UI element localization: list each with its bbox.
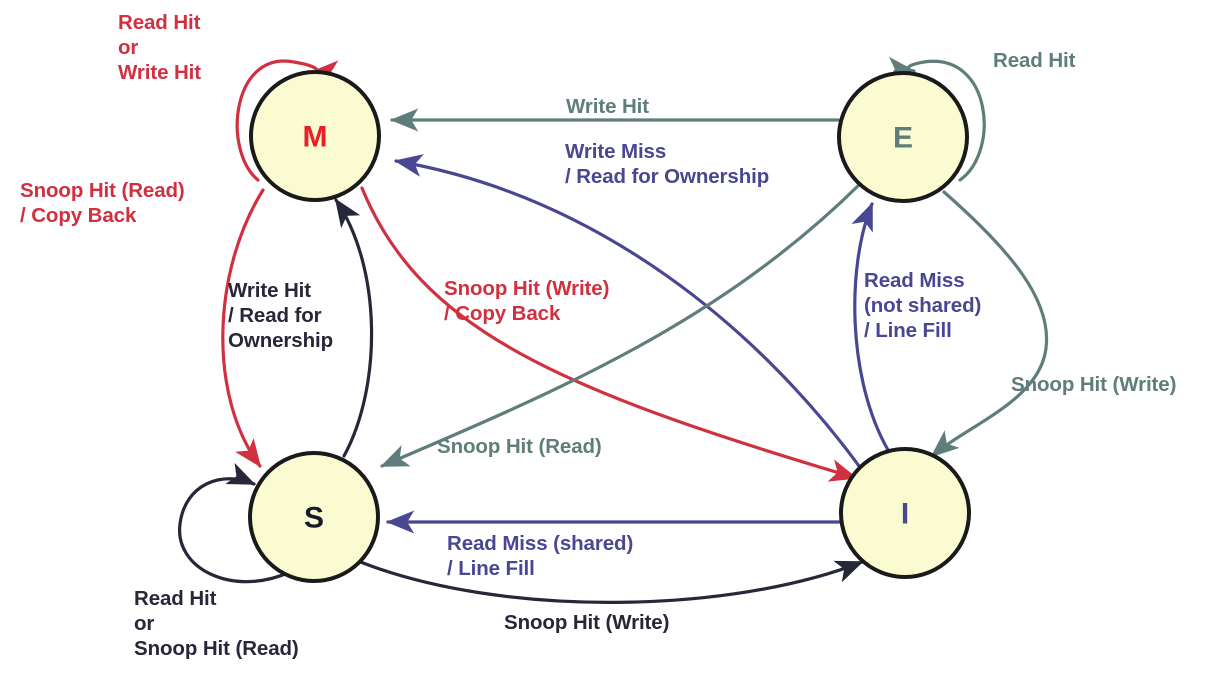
edge-label-i-to-s: Read Miss (shared) / Line Fill [447, 532, 634, 580]
edge-label-e-to-i: Snoop Hit (Write) [1011, 373, 1177, 396]
edge-label-i-to-e: Read Miss (not shared) / Line Fill [864, 269, 982, 342]
edge-label-s-self: Read Hit or Snoop Hit (Read) [134, 587, 299, 660]
edge-label-s-to-i: Snoop Hit (Write) [504, 611, 670, 634]
edge-i-to-m [394, 154, 864, 472]
state-label-m: M [303, 121, 328, 154]
edge-s-to-i [356, 559, 864, 604]
state-node-m[interactable] [249, 70, 381, 202]
edge-m-self [235, 59, 339, 182]
edge-label-e-self: Read Hit [993, 49, 1076, 72]
edge-label-m-to-s: Snoop Hit (Read) / Copy Back [20, 179, 185, 227]
edge-m-to-i [360, 186, 858, 482]
state-node-i[interactable] [839, 447, 971, 579]
state-label-s: S [304, 502, 324, 535]
state-label-i: I [901, 498, 909, 531]
edge-s-to-m [334, 198, 374, 458]
edge-e-self [886, 56, 986, 182]
state-node-e[interactable] [837, 71, 969, 203]
edge-s-self [178, 462, 292, 584]
state-label-e: E [893, 122, 913, 155]
edge-label-m-to-i: Snoop Hit (Write) / Copy Back [444, 277, 610, 325]
state-node-s[interactable] [248, 451, 380, 583]
edge-label-e-to-m: Write Hit [566, 95, 650, 118]
edge-m-to-s [221, 188, 265, 468]
edge-label-s-to-m: Write Hit / Read for Ownership [228, 279, 334, 352]
edge-i-to-e [851, 202, 890, 452]
edge-e-to-s [380, 182, 862, 468]
edge-label-i-to-m: Write Miss / Read for Ownership [565, 140, 770, 188]
edge-e-to-i [930, 190, 1049, 458]
edge-label-m-self: Read Hit or Write Hit [118, 11, 202, 84]
edge-label-e-to-s: Snoop Hit (Read) [437, 435, 602, 458]
